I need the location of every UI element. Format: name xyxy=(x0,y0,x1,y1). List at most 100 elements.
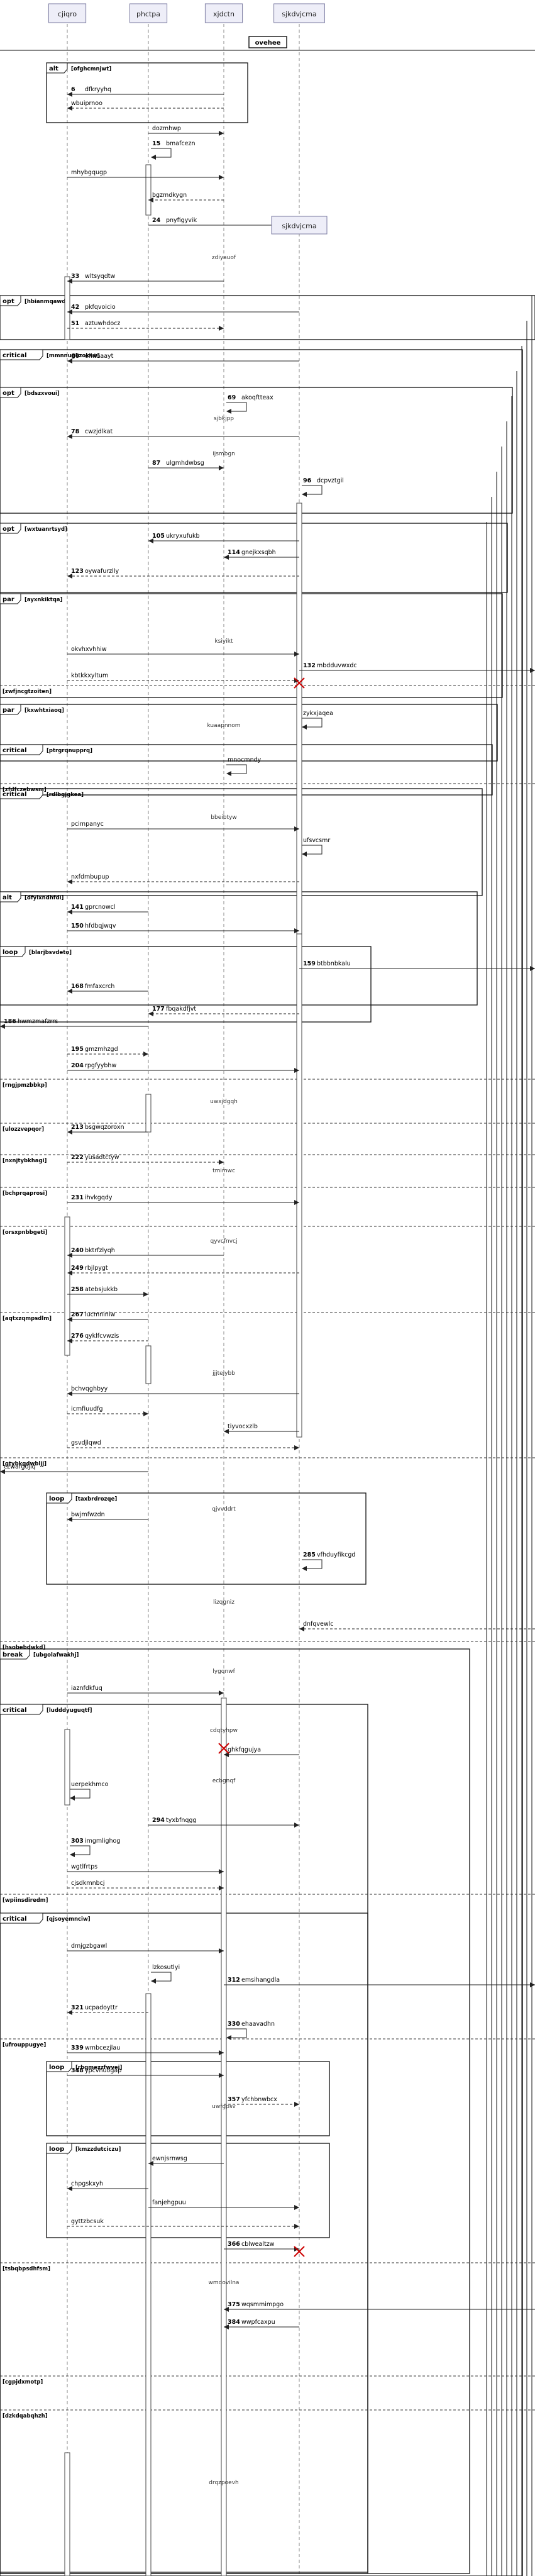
arrow-head xyxy=(67,574,72,579)
fragment-frame xyxy=(0,946,372,1023)
fragment-operator: loop xyxy=(3,949,18,956)
arrow-head xyxy=(294,2102,299,2107)
message-number: 276 xyxy=(71,1333,84,1340)
participant-label: phctpa xyxy=(136,10,160,18)
arrow-head xyxy=(67,279,72,284)
message-number: 348 xyxy=(71,2067,84,2074)
message-number: 267 xyxy=(71,1311,84,1318)
fragment-frame xyxy=(0,1704,368,2573)
arrow-head xyxy=(294,2205,299,2210)
message-number: 177 xyxy=(152,1006,165,1013)
fragment-frame xyxy=(0,349,523,2576)
message-label: icmfiuudfg xyxy=(71,1406,103,1413)
message-number: 123 xyxy=(71,568,84,575)
separator-guard: [hsobebdwkd] xyxy=(3,1645,45,1651)
fragment-guard: [blarjbsvdeto] xyxy=(29,950,72,956)
message-number: 159 xyxy=(303,960,316,967)
message-label: mhybgqugp xyxy=(71,169,107,176)
arrow-head xyxy=(67,1391,72,1396)
fragment-guard: [ayxnkiktqa] xyxy=(25,597,63,603)
activation-bar xyxy=(296,933,302,1438)
separator-guard: [nxnjtybkhagi] xyxy=(3,1158,47,1164)
fragment-operator: alt xyxy=(49,65,58,72)
divider-note: ijsmbgn xyxy=(212,451,235,457)
message-label: nxfdmbupup xyxy=(71,874,109,880)
message-label: dcpvztgil xyxy=(317,477,344,484)
message-number: 141 xyxy=(71,904,84,911)
participant-box xyxy=(129,3,168,23)
arrow-head xyxy=(143,1052,148,1057)
message-label: gmzmhzgd xyxy=(85,1046,118,1053)
message-number: 150 xyxy=(71,923,84,930)
message-label: dozmhwp xyxy=(152,125,181,132)
divider-note: sjbkjpp xyxy=(214,416,234,422)
arrow-head xyxy=(224,1752,229,1757)
arrow-head xyxy=(294,1068,299,1073)
arrow-head xyxy=(294,652,299,657)
fragment-guard: [kxwhtxiaoq] xyxy=(25,708,64,714)
message-label: hfdbqjwqv xyxy=(85,923,116,930)
separator-guard: [wpiinsdiredm] xyxy=(3,1897,48,1904)
fragment-tab xyxy=(0,593,21,604)
fragment-tab xyxy=(0,1704,43,1715)
message-label: wbuiprnoo xyxy=(71,100,102,107)
arrow-head xyxy=(294,826,299,831)
divider-note: uwxjdgqh xyxy=(210,1099,238,1105)
message-label: tyxbfnqgg xyxy=(166,1817,196,1824)
message-number: 186 xyxy=(4,1018,16,1025)
message-label: mbdduvwxdc xyxy=(317,662,357,669)
fragment-guard: [ofghcmnjwt] xyxy=(71,66,111,72)
self-message-arrow xyxy=(226,402,247,412)
message-number: 375 xyxy=(228,2301,240,2308)
self-message-arrow xyxy=(226,2028,247,2038)
fragment-frame xyxy=(0,387,513,514)
divider-note: qyvcfnvcj xyxy=(211,1238,238,1245)
message-number: 357 xyxy=(228,2096,240,2103)
message-number: 69 xyxy=(228,394,236,401)
message-number: 312 xyxy=(228,1977,240,1984)
message-label: gprcnowcl xyxy=(85,904,115,911)
message-label: qyklfcvwzis xyxy=(85,1333,119,1340)
message-number: 96 xyxy=(303,477,312,484)
lifelines xyxy=(67,24,300,2576)
arrow-head xyxy=(70,1852,75,1857)
fragment-operator: par xyxy=(3,707,14,714)
message-label: hwmzmafzrrs xyxy=(18,1018,58,1025)
message-number: 321 xyxy=(71,2004,84,2011)
message-number: 42 xyxy=(71,304,79,311)
participant-box-created xyxy=(271,216,328,235)
message-label: pkfqvoicio xyxy=(85,304,116,311)
fragment-tab xyxy=(0,744,43,755)
arrow-head xyxy=(294,1445,299,1450)
fragment-guard: [bdszxvoui] xyxy=(25,391,60,397)
fragment-frame xyxy=(0,704,498,762)
divider-note: wmdovilna xyxy=(209,2280,240,2286)
message-label: ucpadoyttr xyxy=(85,2004,118,2011)
arrow-head xyxy=(224,2324,229,2329)
message-label: dnfqvewlc xyxy=(303,1621,334,1628)
message-label: wwpfcaxpu xyxy=(241,2319,275,2326)
message-label: oywafurzlly xyxy=(85,568,119,575)
arrow-head xyxy=(219,1885,224,1890)
message-label: fbqakdfjvt xyxy=(166,1006,196,1013)
self-message-arrow xyxy=(151,1972,172,1982)
message-label: ghkfqgujya xyxy=(228,1746,261,1753)
destroy-marker xyxy=(218,1743,229,1754)
participant-box xyxy=(48,3,87,23)
self-message-arrow xyxy=(70,1845,91,1855)
arrow-head xyxy=(219,1160,224,1165)
activation-bar xyxy=(64,1216,70,1356)
divider-note: kuaapnnom xyxy=(207,723,240,729)
participant-label: xjdctn xyxy=(213,10,234,18)
arrow-head xyxy=(294,2224,299,2229)
message-label: ihvkgqdy xyxy=(85,1194,113,1201)
arrow-head xyxy=(148,2161,153,2166)
arrow-head xyxy=(224,1429,229,1434)
arrow-head xyxy=(302,724,307,730)
arrow-head xyxy=(67,879,72,884)
participant-label-created: sjkdvjcma xyxy=(282,222,316,230)
message-number: 24 xyxy=(152,217,161,224)
divider-note: lygqnwf xyxy=(212,1668,235,1675)
message-label: bchvqghbyy xyxy=(71,1385,108,1392)
